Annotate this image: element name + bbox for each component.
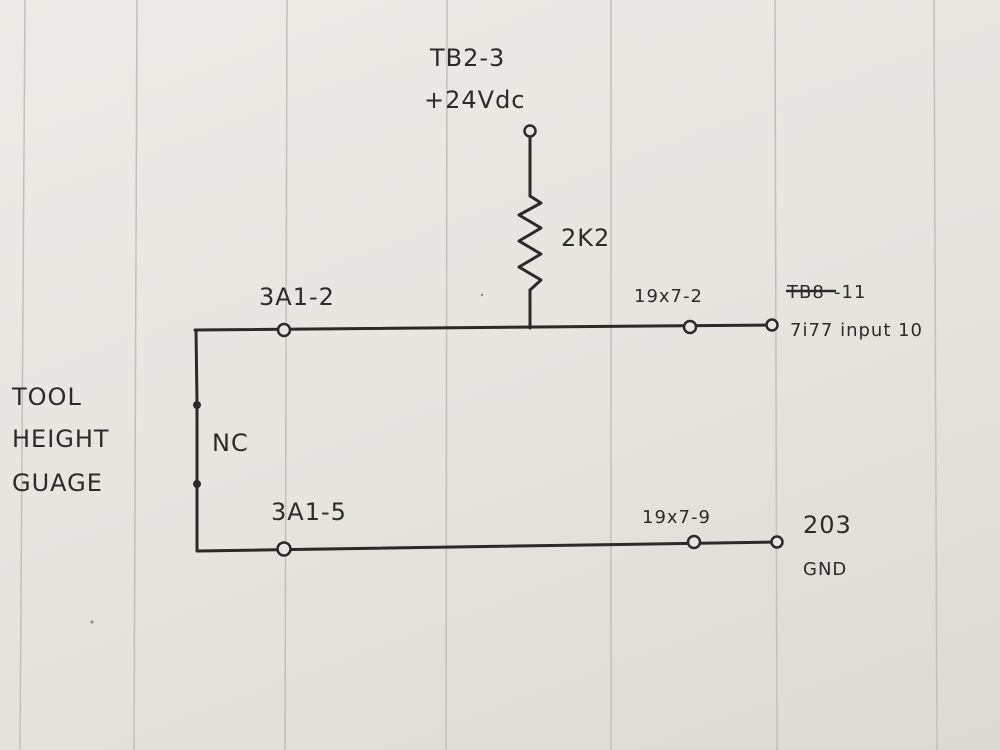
top-right-terminal-struck: TB8 (786, 282, 825, 303)
top-right-terminal-suffix: -11 (834, 282, 866, 303)
terminal-19x7-9 (686, 534, 702, 550)
paper-speck (90, 620, 94, 624)
left-upper-wire (194, 328, 199, 404)
terminal-tb8-11 (765, 318, 779, 332)
paper-speck (480, 293, 484, 297)
bottom-right-note: GND (803, 559, 847, 580)
terminal-tb2-3 (523, 124, 537, 138)
device-name-line3: GUAGE (12, 469, 103, 497)
supply-terminal-label: TB2-3 (429, 44, 505, 72)
top-left-terminal-label: 3A1-2 (259, 283, 335, 311)
device-name-line1: TOOL (11, 383, 82, 411)
wires (193, 135, 779, 553)
bottom-left-terminal-label: 3A1-5 (271, 498, 347, 526)
contact-type-label: NC (212, 429, 249, 457)
bottom-rail-wire (196, 540, 779, 553)
nc-switch-symbol (193, 401, 201, 488)
resistor-value-label: 2K2 (561, 224, 610, 252)
terminal-3a1-5 (276, 541, 292, 557)
terminal-3a1-2 (276, 322, 292, 338)
bottom-right-terminal-label: 203 (803, 511, 852, 539)
device-name-line2: HEIGHT (12, 425, 110, 453)
top-mid-terminal-label: 19x7-2 (634, 286, 703, 307)
terminal-203 (770, 535, 784, 549)
paper-rulings (19, 0, 938, 750)
top-right-note: 7i77 input 10 (790, 320, 923, 341)
supply-voltage-label: +24Vdc (424, 86, 526, 114)
terminal-19x7-2 (682, 319, 698, 335)
bottom-mid-terminal-label: 19x7-9 (642, 507, 711, 528)
resistor-symbol (517, 194, 543, 292)
